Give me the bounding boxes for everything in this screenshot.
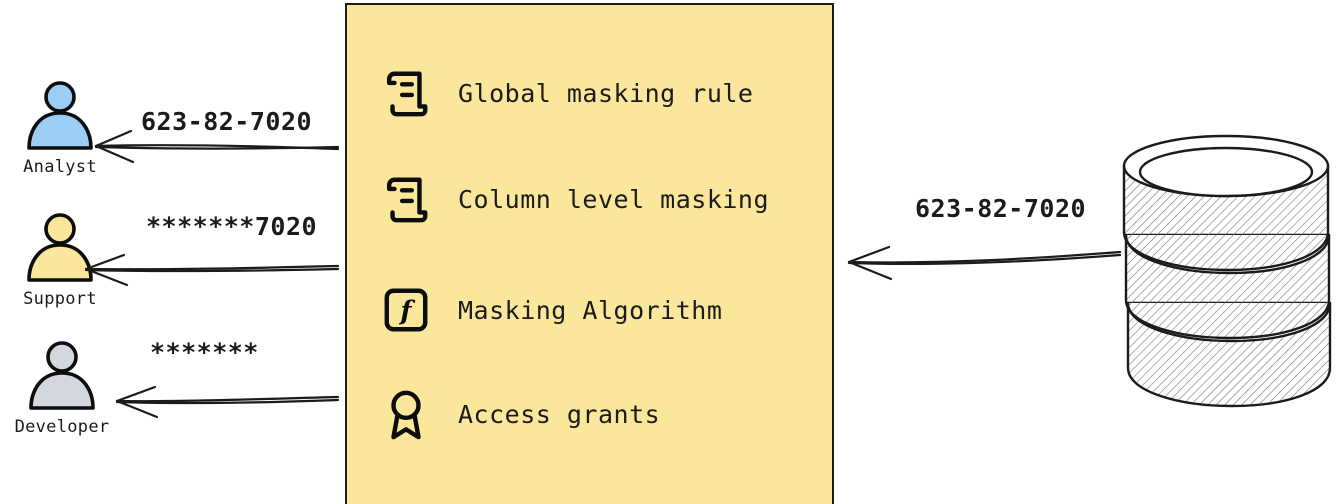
masking-policy-box: Global masking rule Column level masking [345,3,834,504]
flow-label-database: 623-82-7020 [915,194,1087,223]
policy-item-global-masking-rule[interactable]: Global masking rule [380,67,753,119]
user-icon [27,81,93,150]
arrow-to-support [84,253,340,287]
policy-item-access-grants[interactable]: Access grants [380,388,660,440]
actor-label: Support [23,289,97,309]
scroll-icon [380,67,432,119]
policy-item-column-level-masking[interactable]: Column level masking [380,173,769,225]
actor-developer[interactable]: Developer [2,340,122,437]
actor-analyst[interactable]: Analyst [0,80,120,177]
svg-text:f: f [398,297,415,327]
policy-item-label: Access grants [458,399,661,429]
policy-item-label: Column level masking [458,184,770,214]
flow-label-developer: ******* [150,338,259,367]
actor-label: Analyst [23,157,97,177]
scroll-icon [380,173,432,225]
function-box-icon: f [380,284,432,336]
user-icon [27,213,93,282]
actor-support[interactable]: Support [0,212,120,309]
policy-item-label: Masking Algorithm [458,295,723,325]
actor-label: Developer [14,417,110,437]
flow-label-support: *******7020 [146,212,318,241]
arrow-database-to-policy [847,245,1122,281]
arrow-to-developer [115,385,340,419]
award-ribbon-icon [380,388,432,440]
policy-item-masking-algorithm[interactable]: f Masking Algorithm [380,284,722,336]
policy-item-label: Global masking rule [458,78,754,108]
user-icon [29,341,95,410]
flow-label-analyst: 623-82-7020 [141,107,313,136]
